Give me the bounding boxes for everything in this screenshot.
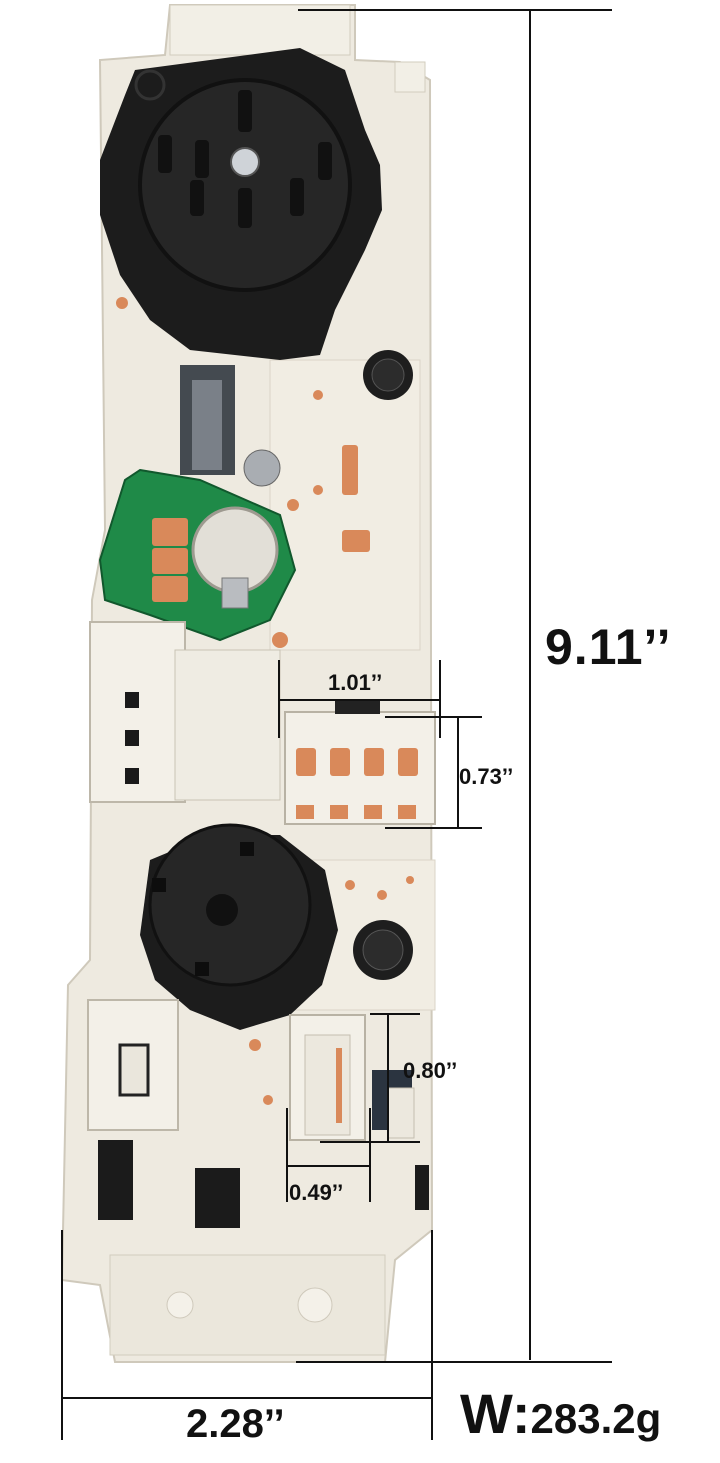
copper-contacts (116, 297, 414, 1105)
weight-label: W:283.2g (460, 1386, 661, 1442)
connector-width-label: 1.01’’ (328, 670, 383, 695)
measured-connector (284, 700, 436, 825)
small-connector-width-label: 0.49’’ (289, 1180, 344, 1205)
small-connector-height-label: 0.80’’ (403, 1058, 458, 1083)
slide-lever (180, 365, 235, 475)
dimension-lines (61, 9, 612, 1440)
bottom-left-connector (87, 999, 429, 1228)
weight-value: 283.2g (530, 1395, 662, 1442)
circuit-board (98, 468, 297, 642)
connector-height-label: 0.73’’ (459, 764, 514, 789)
top-knob (100, 48, 382, 360)
weight-prefix: W: (460, 1382, 531, 1445)
left-connector (89, 621, 281, 803)
bottom-knob (140, 823, 338, 1030)
width-dimension-label: 2.28’’ (186, 1402, 285, 1446)
screws (243, 350, 413, 980)
small-connector (289, 1014, 415, 1141)
height-dimension-label: 9.11’’ (545, 619, 672, 675)
